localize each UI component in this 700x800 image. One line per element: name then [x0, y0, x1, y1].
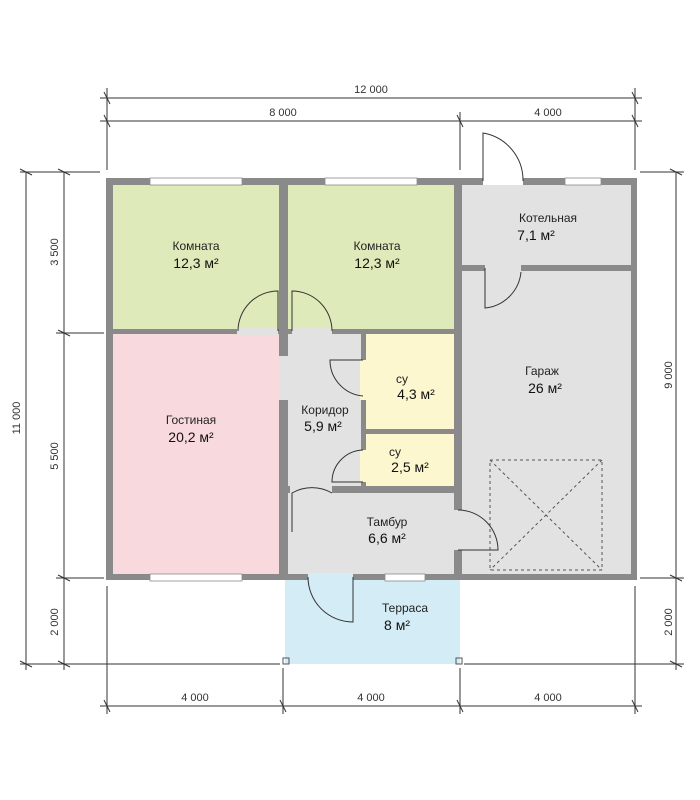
room-living-name: Гостиная	[166, 413, 216, 427]
room-corridor-name: Коридор	[301, 403, 349, 417]
room-bath-1	[366, 334, 454, 429]
room-bedroom-1	[113, 185, 279, 329]
garage-car-marker	[489, 459, 603, 571]
room-bedroom-2-area: 12,3 м²	[354, 255, 400, 271]
room-bath-1-area: 4,3 м²	[397, 386, 435, 402]
room-vestibule	[288, 493, 454, 574]
room-garage-area: 26 м²	[528, 380, 562, 396]
room-bath-2	[366, 434, 454, 486]
dim-bottom-3: 4 000	[534, 692, 562, 704]
windows	[149, 177, 602, 582]
room-living-area: 20,2 м²	[168, 429, 214, 445]
dim-bottom-2: 4 000	[357, 692, 385, 704]
dim-bottom-1: 4 000	[181, 692, 209, 704]
room-boiler-area: 7,1 м²	[517, 227, 555, 243]
room-living	[113, 334, 279, 574]
dim-right-main: 9 000	[663, 361, 675, 389]
dim-left-top: 3 500	[49, 238, 61, 266]
room-terrace-name: Терраса	[382, 601, 428, 615]
dim-left-total: 11 000	[11, 402, 23, 435]
room-garage-name: Гараж	[525, 364, 559, 378]
room-corridor-area: 5,9 м²	[304, 418, 342, 434]
terrace-post-right	[455, 657, 463, 665]
room-bedroom-1-name: Комната	[173, 239, 220, 253]
room-vestibule-name: Тамбур	[367, 515, 408, 529]
dimension-lines	[19, 88, 684, 714]
room-corridor	[288, 334, 361, 486]
room-bedroom-2	[288, 185, 454, 329]
terrace-post-left	[282, 657, 290, 665]
doors	[237, 132, 524, 623]
dim-left-mid: 5 500	[49, 442, 61, 470]
dim-top-right: 4 000	[534, 107, 562, 119]
dim-right-bottom: 2 000	[663, 608, 675, 636]
dim-top-total: 12 000	[354, 84, 388, 96]
dim-top-left: 8 000	[269, 107, 297, 119]
room-bedroom-2-name: Комната	[354, 239, 401, 253]
dim-left-bottom: 2 000	[49, 608, 61, 636]
room-bedroom-1-area: 12,3 м²	[173, 255, 219, 271]
room-bath-2-area: 2,5 м²	[391, 459, 429, 475]
room-boiler	[462, 185, 631, 265]
room-bath-1-name: су	[396, 372, 408, 386]
room-terrace-area: 8 м²	[384, 617, 410, 633]
room-bath-2-name: су	[389, 445, 401, 459]
room-terrace	[285, 580, 460, 664]
room-boiler-name: Котельная	[519, 211, 577, 225]
room-vestibule-area: 6,6 м²	[368, 530, 406, 546]
room-garage	[462, 271, 631, 574]
